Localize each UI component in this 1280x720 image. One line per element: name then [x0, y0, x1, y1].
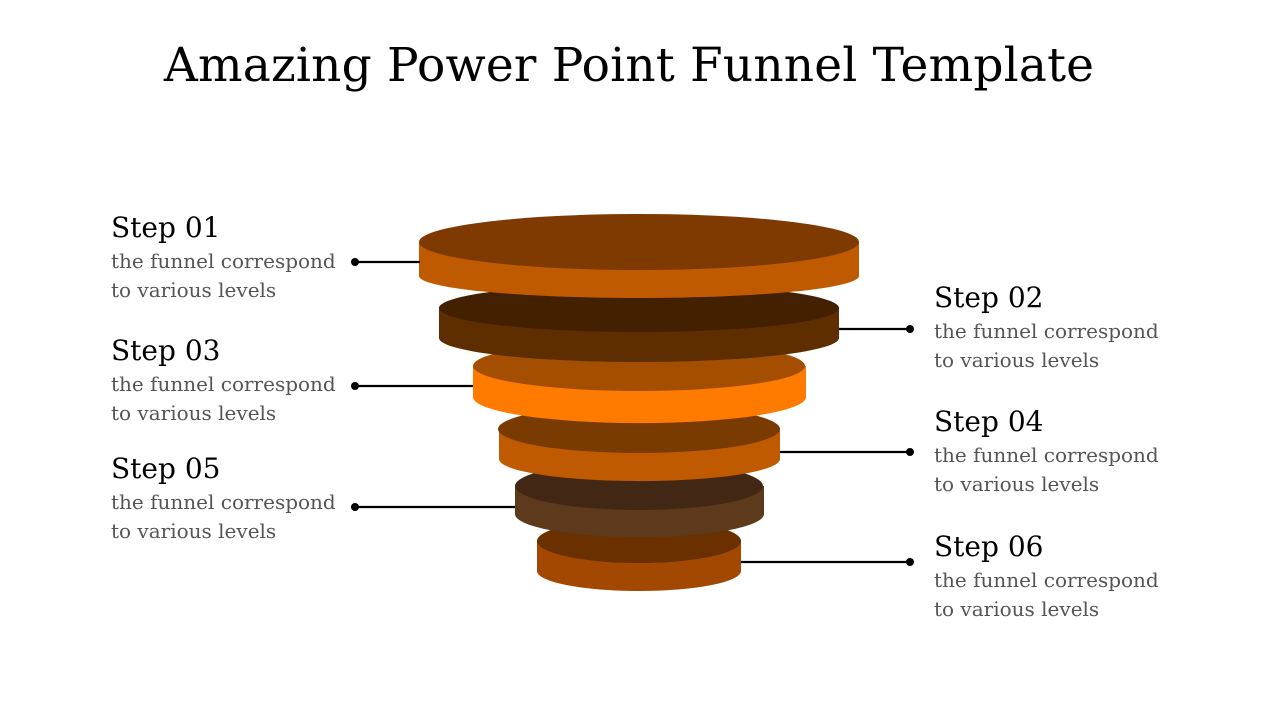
step-description-line: the funnel correspond [111, 372, 336, 396]
funnel-layer-1 [419, 214, 859, 298]
step-title: Step 04 [934, 405, 1044, 438]
connector-step-06 [741, 558, 914, 566]
step-description-line: the funnel correspond [934, 568, 1159, 592]
funnel-layer-1-top [419, 214, 859, 270]
step-description: the funnel correspond to various levels [934, 566, 1184, 624]
step-description: the funnel correspond to various levels [111, 247, 361, 305]
step-description: the funnel correspond to various levels [111, 370, 361, 428]
step-title: Step 06 [934, 530, 1044, 563]
step-03-label: Step 03 the funnel correspond to various… [111, 335, 371, 428]
step-title: Step 05 [111, 452, 221, 485]
step-description: the funnel correspond to various levels [111, 488, 361, 546]
step-description-line: the funnel correspond [111, 490, 336, 514]
funnel-layer-2 [439, 284, 839, 362]
step-description-line: the funnel correspond [934, 319, 1159, 343]
step-01-label: Step 01 the funnel correspond to various… [111, 212, 371, 305]
step-04-label: Step 04 the funnel correspond to various… [934, 406, 1194, 499]
step-description-line: to various levels [934, 597, 1100, 621]
step-02-label: Step 02 the funnel correspond to various… [934, 282, 1194, 375]
step-title: Step 01 [111, 211, 221, 244]
step-description-line: to various levels [111, 401, 277, 425]
connector-step-03 [351, 382, 473, 390]
connector-step-02 [839, 325, 914, 333]
slide-title: Amazing Power Point Funnel Template [163, 38, 1095, 93]
step-description-line: to various levels [111, 278, 277, 302]
step-description-line: to various levels [934, 472, 1100, 496]
step-06-label: Step 06 the funnel correspond to various… [934, 531, 1194, 624]
step-title: Step 03 [111, 334, 221, 367]
step-description-line: to various levels [934, 348, 1100, 372]
step-description: the funnel correspond to various levels [934, 441, 1184, 499]
step-description-line: the funnel correspond [934, 443, 1159, 467]
step-description: the funnel correspond to various levels [934, 317, 1184, 375]
connector-step-05 [351, 503, 515, 511]
step-title: Step 02 [934, 281, 1044, 314]
step-description-line: to various levels [111, 519, 277, 543]
funnel-layer-2-top [439, 284, 839, 332]
connector-step-04 [780, 448, 914, 456]
step-description-line: the funnel correspond [111, 249, 336, 273]
connector-step-01 [351, 258, 420, 266]
step-05-label: Step 05 the funnel correspond to various… [111, 453, 371, 546]
